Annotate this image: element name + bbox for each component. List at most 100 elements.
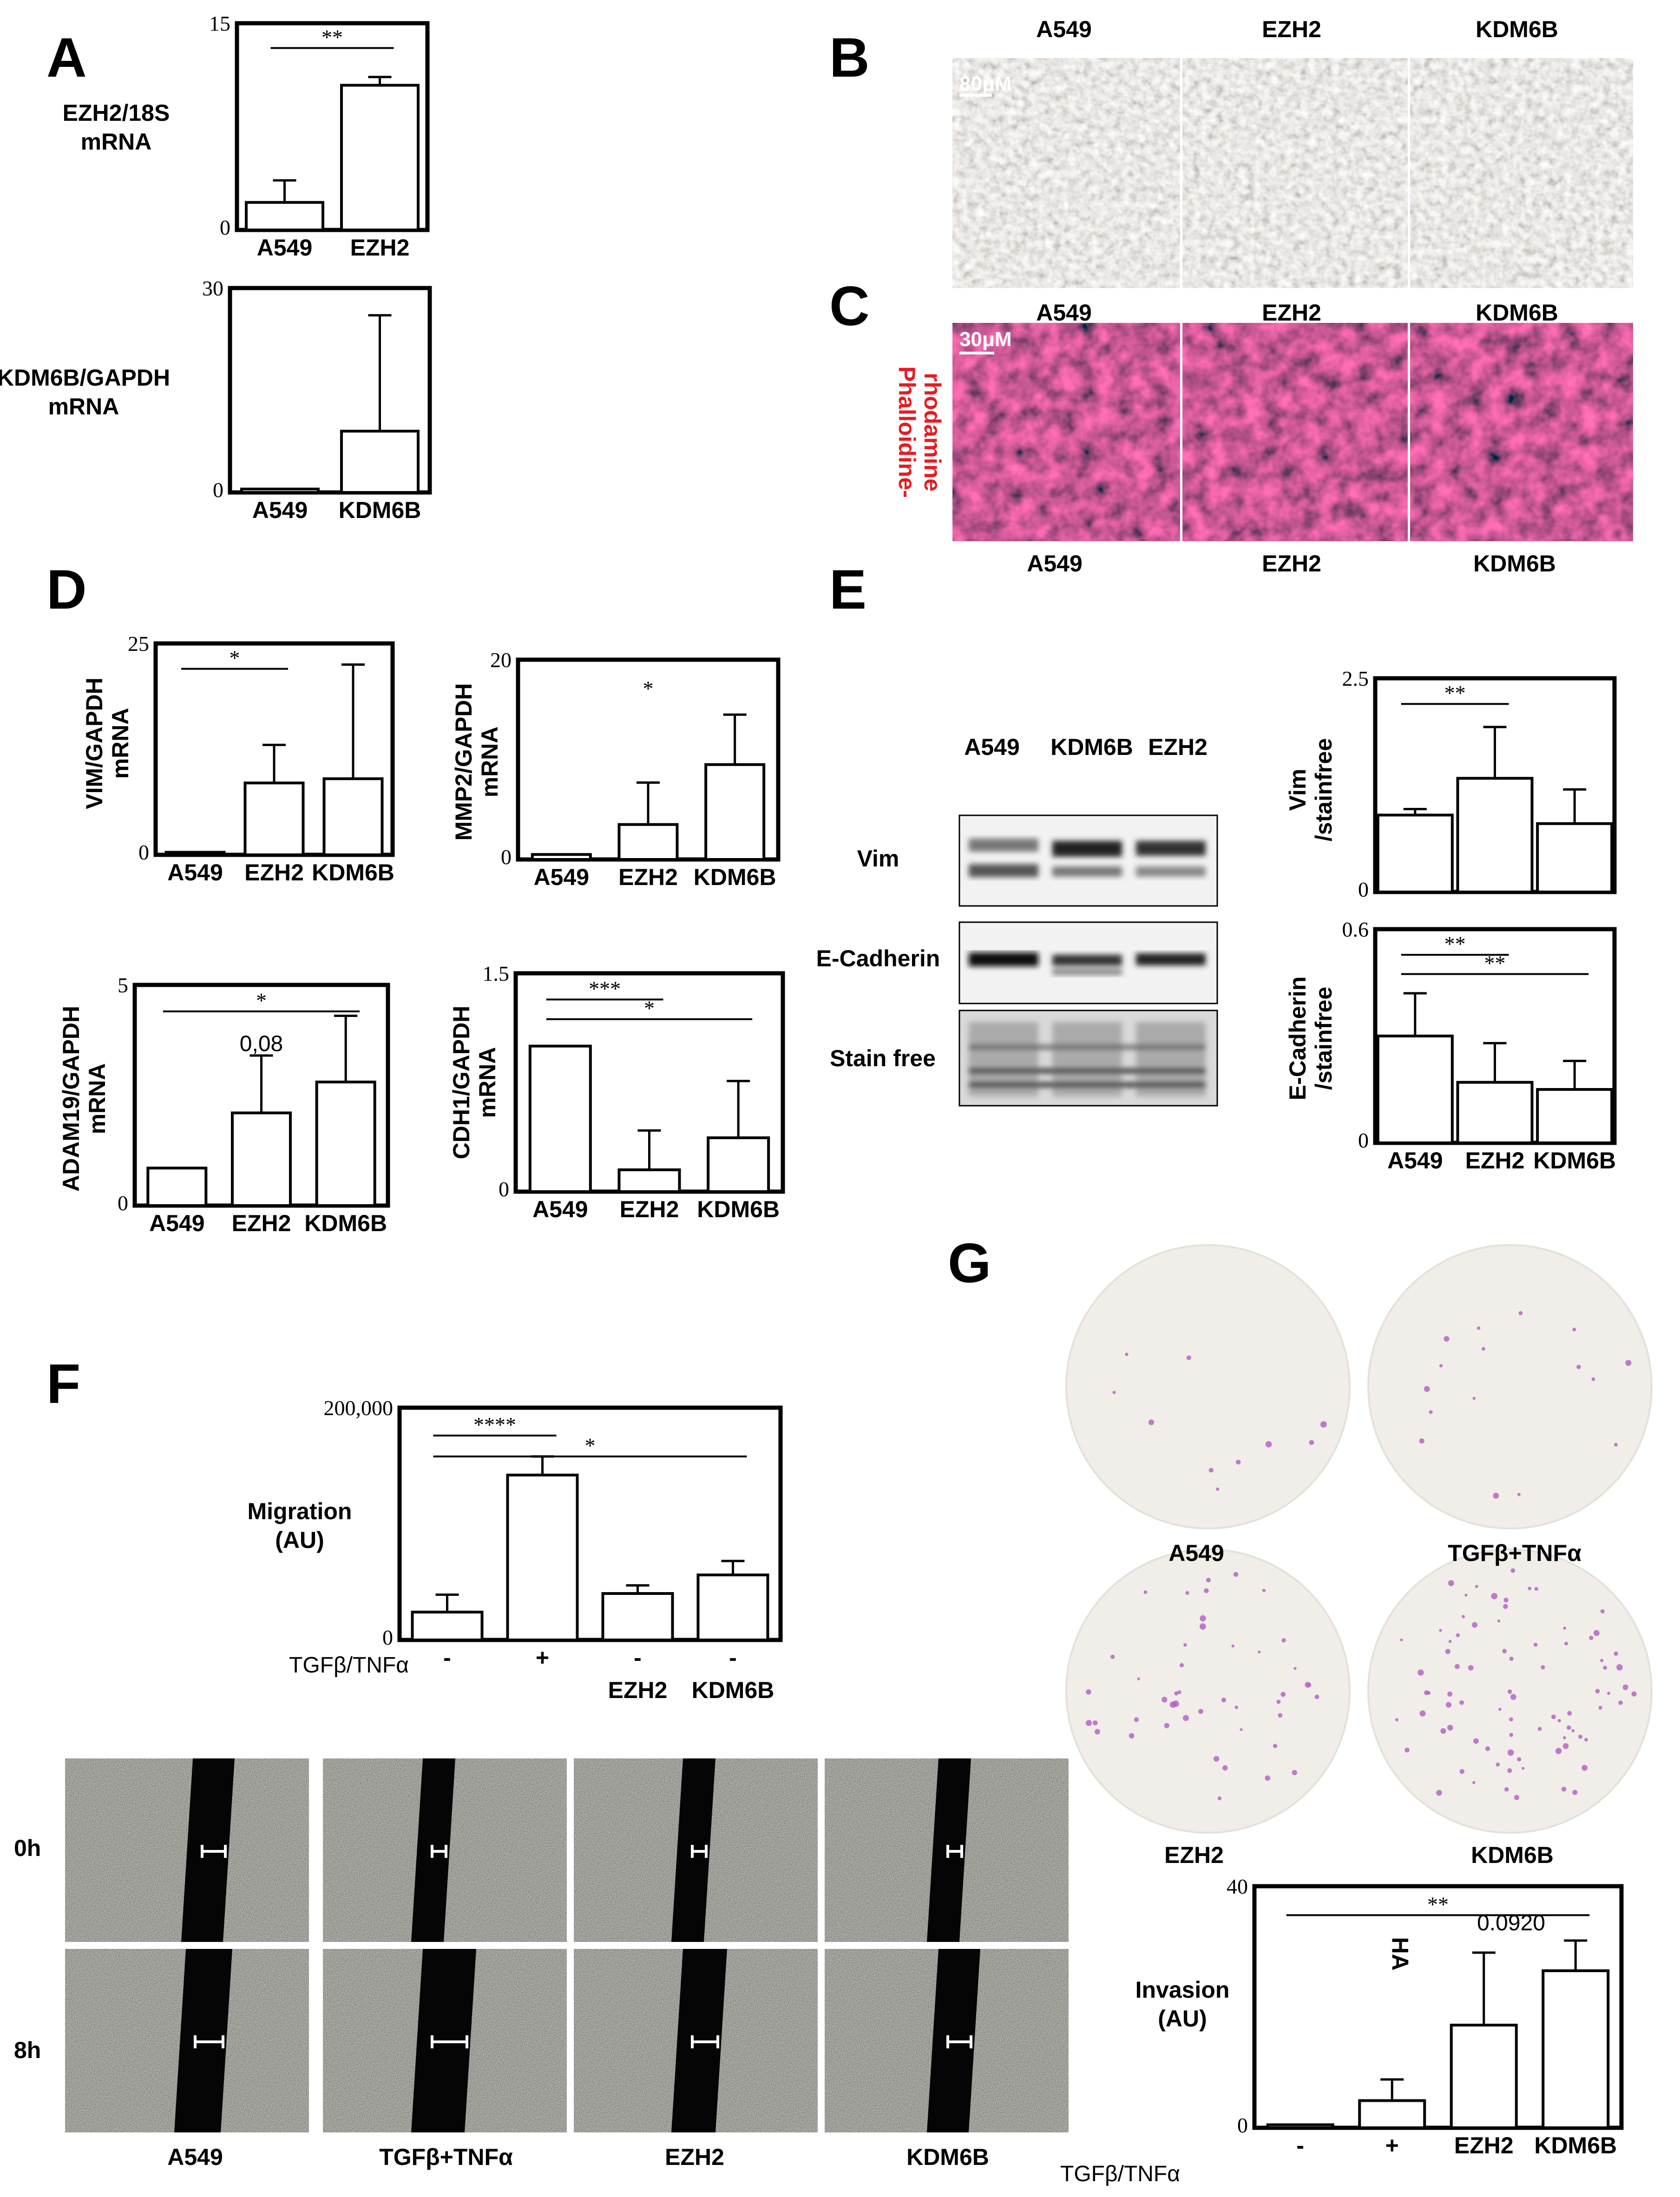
ylabel-line: Invasion	[1135, 1977, 1230, 2003]
bar	[1266, 2123, 1334, 2129]
ytick-min: 0	[1237, 2113, 1248, 2137]
category-label: A549	[532, 1196, 588, 1222]
category-label: A549	[1387, 1148, 1443, 1174]
stain-dot	[1221, 1698, 1227, 1703]
stain-dot	[1564, 1641, 1568, 1646]
stain-dot	[1177, 1690, 1181, 1694]
stain-dot	[1448, 1580, 1454, 1587]
stain-dot	[1507, 1749, 1514, 1756]
bar	[696, 1574, 769, 1641]
wound-time-0h: 0h	[14, 1835, 41, 1861]
stain-dot	[1631, 1691, 1637, 1697]
significance-label: **	[322, 25, 343, 49]
category-label: +	[1385, 2132, 1399, 2158]
stain-dot	[1572, 1327, 1576, 1331]
stain-dot	[1485, 1746, 1490, 1751]
well-label-ezh2: EZH2	[1164, 1842, 1224, 1868]
stain-dot	[1265, 1441, 1272, 1448]
well-label-tgfb-tnfa: TGFβ+TNFα	[1448, 1540, 1582, 1566]
stain-dot	[1493, 1493, 1499, 1499]
bar	[340, 84, 420, 231]
category-label: EZH2	[618, 864, 678, 890]
wound-label-kdm6b: KDM6B	[906, 2144, 989, 2170]
stain-dot	[1598, 1705, 1602, 1710]
ylabel-line: mRNA	[107, 708, 133, 779]
significance-label: **	[1444, 681, 1466, 705]
ytick-max: 20	[490, 648, 512, 672]
stain-dot	[1468, 1665, 1474, 1671]
stain-dot	[1591, 1377, 1595, 1381]
stain-dot	[1561, 1786, 1567, 1792]
stain-dot	[1240, 1728, 1243, 1731]
stain-dot	[1459, 1700, 1464, 1705]
category-sublabel: KDM6B	[692, 1677, 774, 1703]
stain-label-line2: rhodamine	[919, 373, 945, 492]
stain-dot	[1482, 1347, 1485, 1351]
ytick-max: 40	[1227, 1875, 1248, 1898]
stain-dot	[1200, 1615, 1206, 1622]
plot-frame	[235, 21, 430, 232]
micro-c-bottom-kdm6b: KDM6B	[1473, 551, 1556, 577]
stain-dot	[1110, 1654, 1115, 1659]
stain-dot	[1459, 1769, 1465, 1774]
stain-dot	[1557, 1719, 1561, 1723]
bar	[1542, 1969, 1610, 2129]
ylabel-line: mRNA	[48, 393, 119, 420]
bar	[1450, 2024, 1518, 2129]
ylabel-line: (AU)	[275, 1527, 324, 1553]
stain-dot	[1614, 1443, 1618, 1447]
micro-c-image-ezh2	[1182, 323, 1408, 541]
wb-lane-ezh2: EZH2	[1148, 734, 1208, 760]
stain-dot	[1518, 1311, 1523, 1315]
bar-annotation: HA	[1387, 1937, 1413, 1970]
stain-dot	[1217, 1796, 1222, 1801]
stain-dot	[1445, 1649, 1450, 1654]
stain-dot	[1563, 1736, 1566, 1739]
stain-dot	[1551, 1714, 1556, 1719]
stain-dot	[1509, 1717, 1513, 1722]
well-tgfb-tnfa	[1367, 1244, 1653, 1529]
stain-dot	[1491, 1593, 1498, 1600]
stain-dot	[1419, 1710, 1426, 1717]
stain-dot	[1314, 1694, 1319, 1699]
category-label: EZH2	[1454, 2132, 1514, 2158]
well-label-a549: A549	[1168, 1540, 1224, 1566]
stain-dot	[1309, 1440, 1314, 1445]
stain-dot	[1112, 1390, 1116, 1394]
stain-dot	[1095, 1729, 1100, 1735]
ytick-max: 25	[128, 632, 149, 656]
stain-dot	[1614, 1651, 1618, 1656]
well-a549	[1065, 1244, 1351, 1529]
significance-label: ***	[589, 977, 621, 1000]
ytick-max: 5	[118, 973, 128, 997]
stain-dot	[1424, 1690, 1429, 1695]
stain-dot	[1208, 1468, 1214, 1473]
wound-label-ezh2: EZH2	[665, 2144, 724, 2170]
category-label: EZH2	[350, 235, 410, 261]
stain-dot	[1567, 1711, 1572, 1716]
stain-dot	[1533, 1642, 1538, 1647]
plot-frame	[1252, 1884, 1624, 2130]
ylabel-line: mRNA	[474, 1047, 500, 1118]
stain-dot	[1537, 1727, 1542, 1731]
ytick-min: 0	[138, 840, 149, 864]
bar	[1456, 777, 1534, 894]
stain-dot	[1444, 1336, 1450, 1342]
stain-dot	[1258, 1650, 1261, 1653]
stain-dot	[1173, 1700, 1179, 1707]
micro-c-bottom-ezh2: EZH2	[1262, 551, 1321, 577]
wb-bands-ecadherin	[969, 952, 1206, 975]
category-label: A549	[252, 497, 308, 523]
stain-dot	[1231, 1644, 1234, 1648]
micro-b-label-kdm6b: KDM6B	[1476, 16, 1558, 42]
stain-dot	[1085, 1720, 1092, 1726]
stain-dot	[1185, 1591, 1189, 1595]
bar	[1536, 822, 1614, 894]
stain-dot	[1234, 1705, 1238, 1709]
wb-blot-vim	[958, 814, 1218, 907]
stain-dot	[1464, 1594, 1468, 1597]
